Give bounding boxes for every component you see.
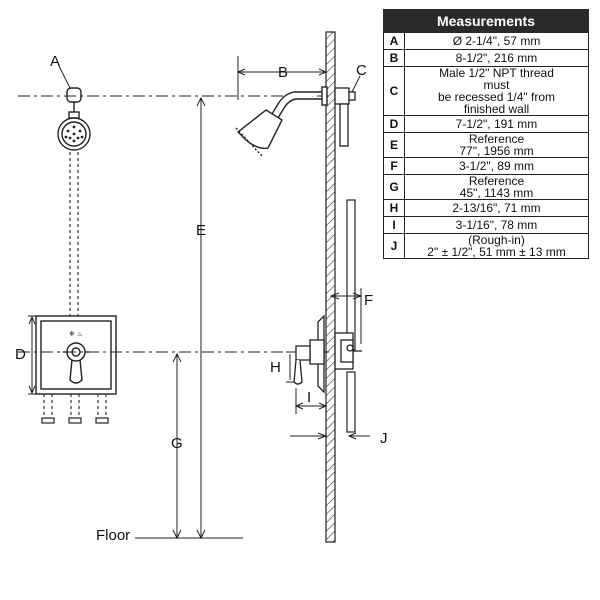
front-supply-pipe <box>69 152 79 318</box>
measurements-title: Measurements <box>383 9 589 33</box>
measurement-value-line: 7-1/2", 191 mm <box>455 117 538 131</box>
measurement-value: (Rough-in)2" ± 1/2", 51 mm ± 13 mm <box>404 233 589 259</box>
measurement-value: 3-1/16", 78 mm <box>404 216 589 234</box>
measurement-value-line: Male 1/2" NPT thread <box>439 66 554 80</box>
callout-a: A <box>50 53 60 70</box>
measurement-value-line: be recessed 1/4" from <box>438 90 555 104</box>
measurement-value-line: Reference <box>468 174 525 188</box>
callout-h: H <box>270 359 281 376</box>
measurement-value-line: 8-1/2", 216 mm <box>455 51 538 65</box>
measurement-row: I 3-1/16", 78 mm <box>383 216 589 234</box>
callout-b: B <box>278 64 288 81</box>
floor-label: Floor <box>96 527 130 544</box>
measurement-value-line: 3-1/2", 89 mm <box>459 159 534 173</box>
side-shower-elbow <box>334 87 356 147</box>
measurement-key: G <box>383 174 405 200</box>
callout-d: D <box>15 346 26 363</box>
callout-c: C <box>356 62 367 79</box>
side-shower-arm <box>235 86 328 157</box>
measurement-key: B <box>383 49 405 67</box>
measurement-value-line: (Rough-in) <box>468 233 525 247</box>
svg-text:❄ ♨: ❄ ♨ <box>69 330 83 338</box>
measurement-value-line: finished wall <box>463 102 530 116</box>
measurement-value-line: 3-1/16", 78 mm <box>455 218 538 232</box>
measurement-value-line: 45", 1143 mm <box>459 186 534 200</box>
measurement-key: H <box>383 199 405 217</box>
front-inlet-ends <box>41 417 109 424</box>
callout-e: E <box>196 222 206 239</box>
callout-j: J <box>380 430 388 447</box>
centerlines <box>18 95 330 353</box>
measurement-row: D 7-1/2", 191 mm <box>383 115 589 133</box>
measurement-value-line: Ø 2-1/4", 57 mm <box>452 34 541 48</box>
measurement-key: E <box>383 132 405 158</box>
measurement-key: F <box>383 157 405 175</box>
measurement-row: A Ø 2-1/4", 57 mm <box>383 32 589 50</box>
measurement-value-line: must <box>483 78 510 92</box>
measurement-row: H 2-13/16", 71 mm <box>383 199 589 217</box>
measurement-key: I <box>383 216 405 234</box>
measurement-value: 8-1/2", 216 mm <box>404 49 589 67</box>
side-riser-pipe <box>346 199 356 433</box>
measurement-key: C <box>383 66 405 116</box>
measurement-value-line: Reference <box>468 132 525 146</box>
front-shower-head <box>57 87 91 151</box>
measurement-value-line: 2-13/16", 71 mm <box>452 201 541 215</box>
callout-i: I <box>307 389 311 406</box>
measurement-value: Ø 2-1/4", 57 mm <box>404 32 589 50</box>
measurements-table: Measurements A Ø 2-1/4", 57 mm B 8-1/2", 21… <box>383 9 589 259</box>
measurement-key: D <box>383 115 405 133</box>
measurement-value: 7-1/2", 191 mm <box>404 115 589 133</box>
measurement-value-line: 2" ± 1/2", 51 mm ± 13 mm <box>427 245 566 259</box>
side-valve-body <box>293 314 362 394</box>
measurement-row: B 8-1/2", 216 mm <box>383 49 589 67</box>
measurement-key: J <box>383 233 405 259</box>
front-valve-trim: ❄ ♨ <box>35 315 117 395</box>
measurement-row: F 3-1/2", 89 mm <box>383 157 589 175</box>
dimension-lines <box>28 56 370 540</box>
measurement-value-line: 77", 1956 mm <box>459 144 534 158</box>
measurement-row: J(Rough-in)2" ± 1/2", 51 mm ± 13 mm <box>383 233 589 259</box>
callout-g: G <box>171 435 183 452</box>
wall-section <box>325 31 336 543</box>
measurement-value: 3-1/2", 89 mm <box>404 157 589 175</box>
measurement-key: A <box>383 32 405 50</box>
measurement-value: 2-13/16", 71 mm <box>404 199 589 217</box>
callout-f: F <box>364 292 373 309</box>
